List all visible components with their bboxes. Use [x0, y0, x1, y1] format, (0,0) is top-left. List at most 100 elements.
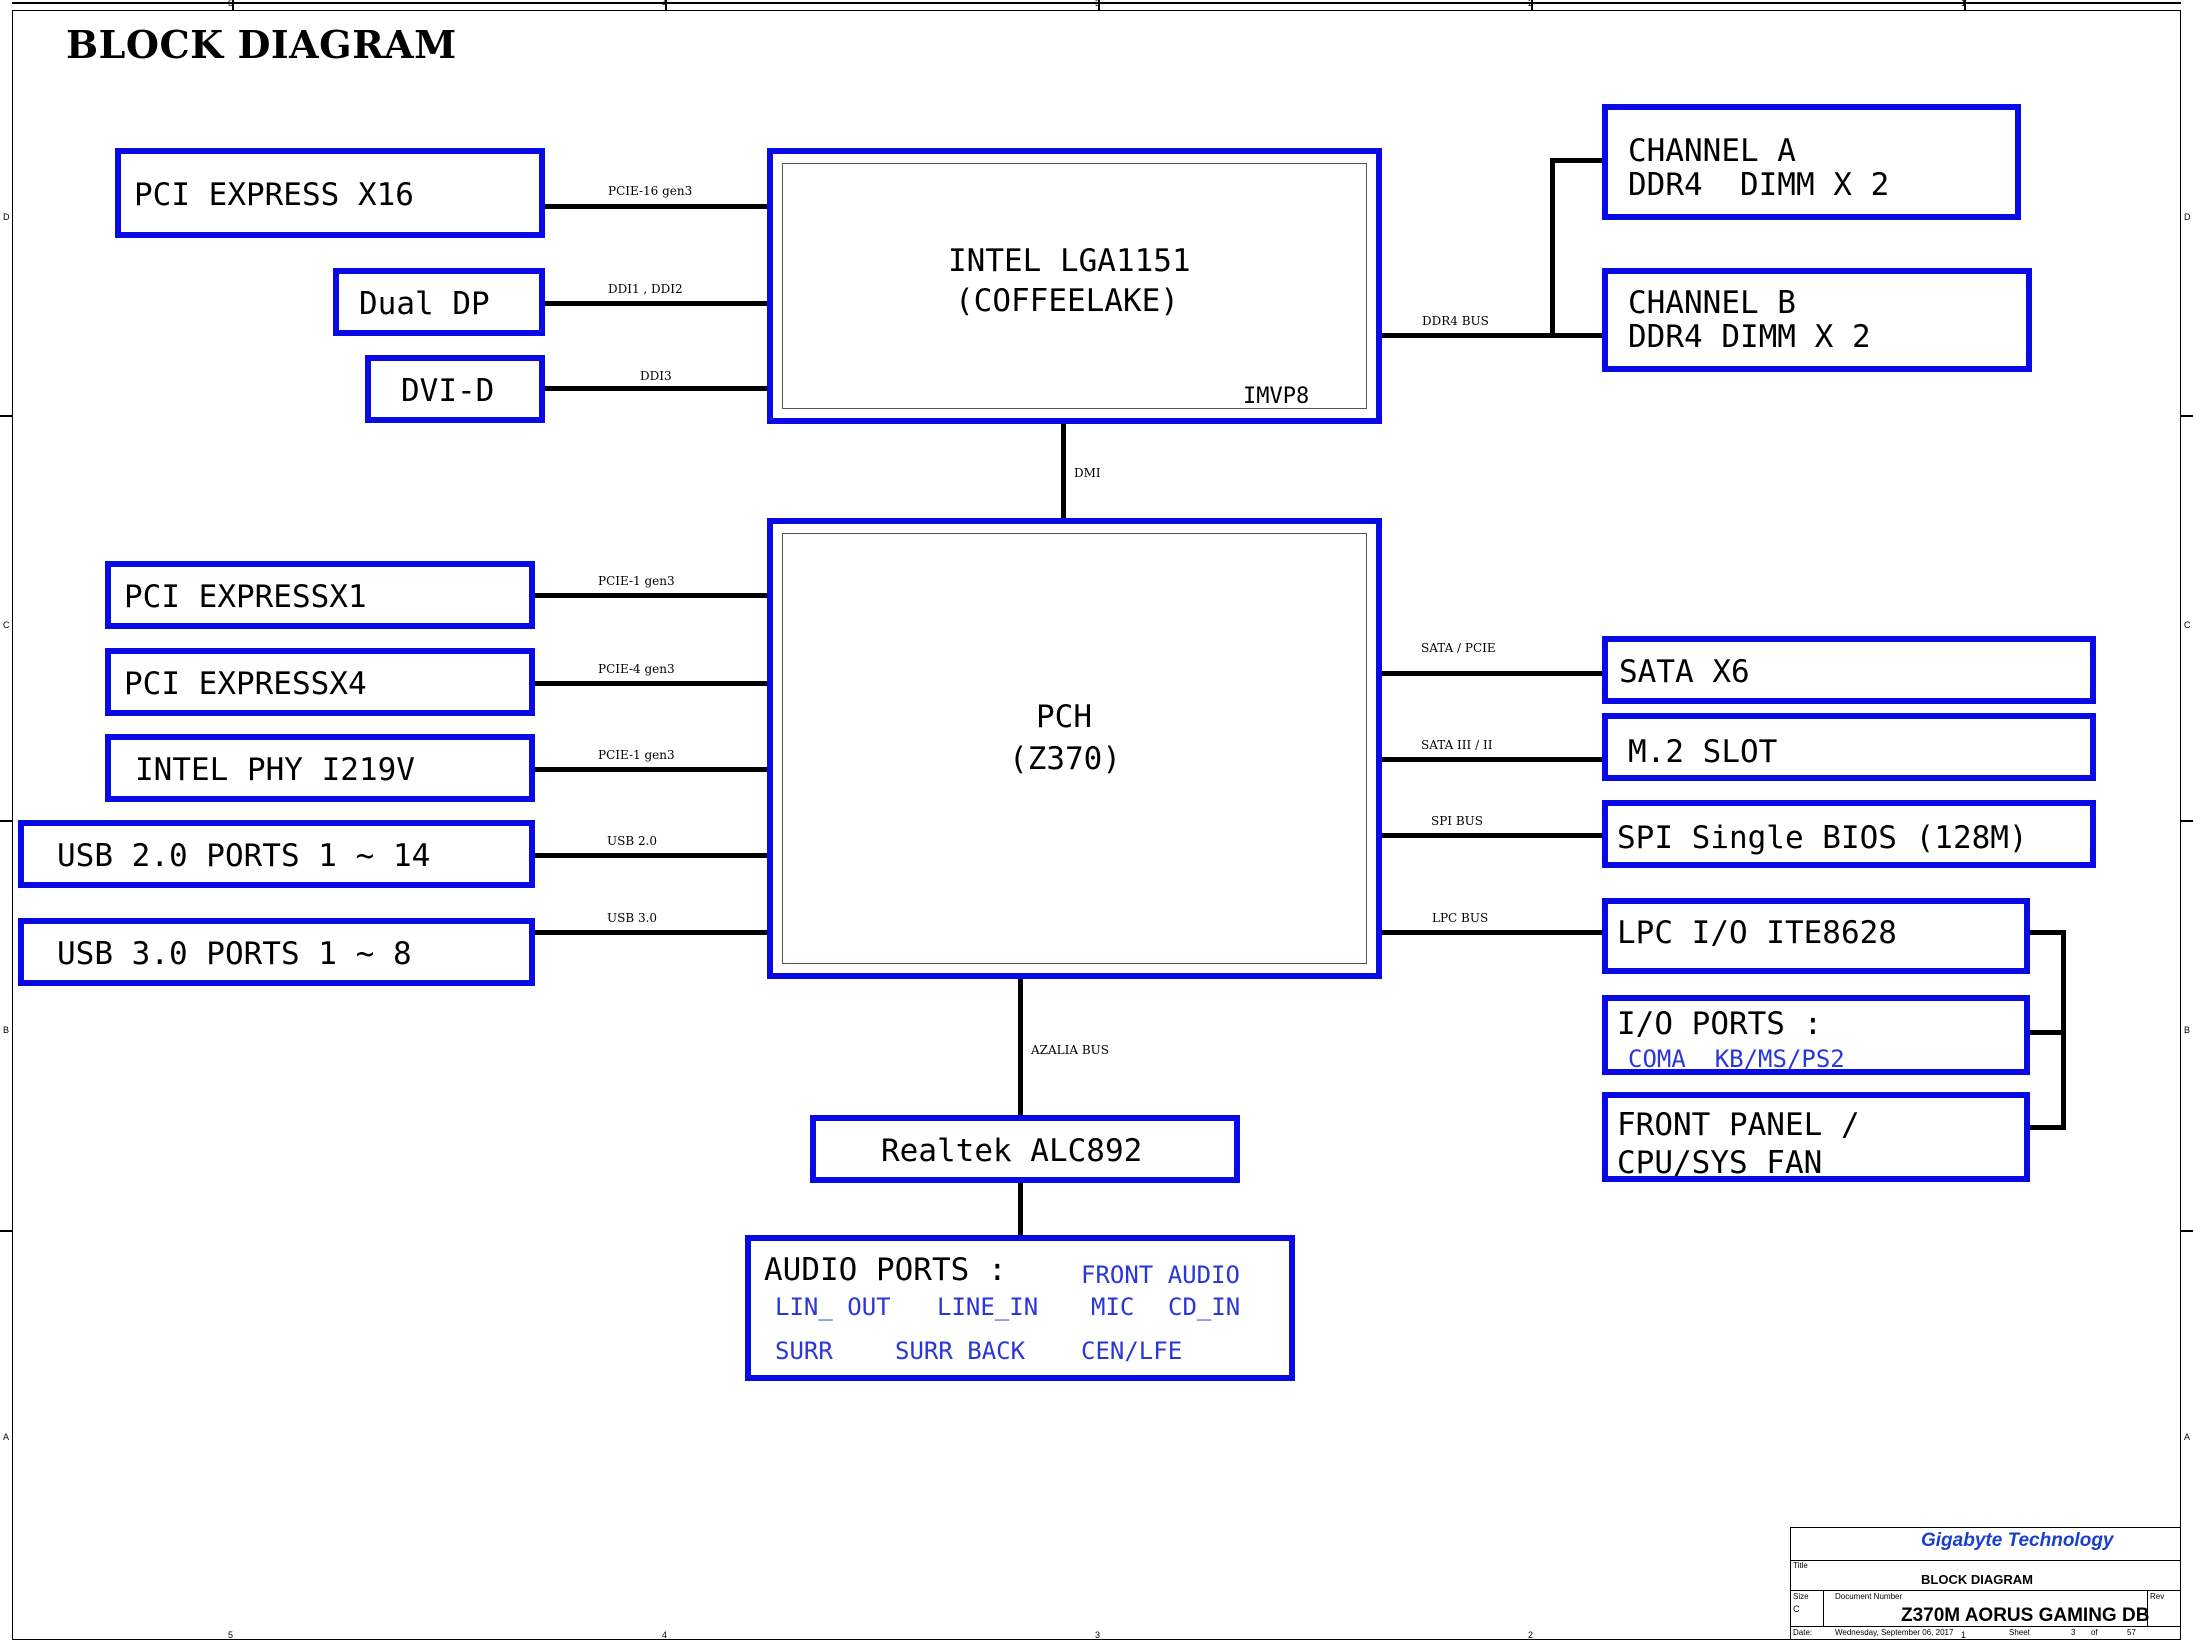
realtek-codec-block: Realtek ALC892 — [810, 1115, 1240, 1183]
audio-port-item: CEN/LFE — [1081, 1337, 1183, 1365]
sheet-caption: Sheet — [2009, 1628, 2030, 1637]
row-label: A — [3, 1432, 10, 1442]
io-ports-block: I/O PORTS : COMA KB/MS/PS2 — [1602, 995, 2030, 1075]
company-name: Gigabyte Technology — [1921, 1530, 2114, 1551]
column-label: 5 — [228, 1630, 234, 1640]
date-caption: Date: — [1793, 1628, 1813, 1637]
column-label: 1 — [1961, 0, 1967, 8]
column-label: 1 — [1961, 1630, 1967, 1640]
row-label: B — [2184, 1025, 2191, 1035]
bus-label: AZALIA BUS — [1031, 1043, 1110, 1057]
bus-label: DDR4 BUS — [1422, 314, 1489, 328]
tb-divider — [1823, 1590, 1824, 1626]
bus-label: SATA III / II — [1421, 738, 1493, 752]
audio-ports-line — [1018, 1178, 1023, 1240]
front-panel-title: FRONT PANEL / — [1617, 1107, 1860, 1143]
dual-dp-block: Dual DP — [333, 268, 545, 336]
dvi-d-line — [540, 386, 772, 391]
usb2-line — [530, 853, 772, 858]
pcie16-line — [540, 204, 772, 209]
bus-label: DDI3 — [640, 369, 672, 383]
cpu-name: INTEL LGA1151 — [948, 243, 1191, 279]
sheet-title: BLOCK DIAGRAM — [1921, 1572, 2033, 1587]
codec-label: Realtek ALC892 — [881, 1133, 1143, 1169]
column-label: 5 — [228, 0, 234, 8]
audio-port-item: LIN_ OUT — [775, 1293, 891, 1321]
bus-label: DMI — [1074, 466, 1101, 480]
row-label: D — [3, 212, 10, 222]
audio-port-item: LINE_IN — [937, 1293, 1039, 1321]
column-label: 3 — [1095, 1630, 1101, 1640]
pci-express-x4-block: PCI EXPRESSX4 — [105, 648, 535, 716]
sheet-total: 57 — [2127, 1628, 2136, 1637]
io-ports-items: COMA KB/MS/PS2 — [1628, 1045, 1845, 1073]
block-label: Dual DP — [359, 286, 490, 322]
front-panel-block: FRONT PANEL / CPU/SYS FAN — [1602, 1092, 2030, 1182]
size-caption: Size — [1793, 1592, 1809, 1601]
azalia-line — [1018, 974, 1023, 1120]
title-block: Gigabyte Technology Title BLOCK DIAGRAM … — [1790, 1527, 2181, 1640]
zone-tick — [665, 0, 667, 10]
docnum-caption: Document Number — [1835, 1592, 1903, 1601]
usb3-ports-block: USB 3.0 PORTS 1 ~ 8 — [18, 918, 535, 986]
column-label: 2 — [1528, 1630, 1534, 1640]
spi-line — [1378, 833, 1606, 838]
m2-line — [1378, 757, 1606, 762]
pcie1-line — [530, 593, 772, 598]
ddr4-bus-line — [1378, 333, 1606, 338]
audio-port-item: CD_IN — [1168, 1293, 1241, 1321]
block-label: SPI Single BIOS (128M) — [1617, 820, 2028, 856]
channel-b-dimm: DDR4 DIMM X 2 — [1628, 319, 1871, 355]
block-label: LPC I/O ITE8628 — [1617, 915, 1897, 951]
lan-phy-line — [530, 767, 772, 772]
of-caption: of — [2091, 1628, 2098, 1637]
tb-divider — [1791, 1560, 2180, 1561]
bus-label: LPC BUS — [1432, 911, 1489, 925]
block-label: DVI-D — [401, 373, 495, 409]
document-number: Z370M AORUS GAMING DB — [1901, 1605, 2150, 1626]
row-label: C — [2184, 620, 2191, 630]
dvi-d-block: DVI-D — [365, 355, 545, 423]
front-panel-fan: CPU/SYS FAN — [1617, 1145, 1823, 1181]
io-ports-title: I/O PORTS : — [1617, 1006, 1823, 1042]
sata-line — [1378, 671, 1606, 676]
zone-tick — [1098, 0, 1100, 10]
date-value: Wednesday, September 06, 2017 — [1835, 1628, 1954, 1637]
block-label: PCI EXPRESS X16 — [134, 177, 414, 213]
cpu-vr-label: IMVP8 — [1243, 384, 1310, 409]
zone-tick — [1531, 0, 1533, 10]
channel-b-title: CHANNEL B — [1628, 285, 1796, 321]
row-label: B — [3, 1025, 10, 1035]
column-label: 3 — [1095, 0, 1101, 8]
lpc-line — [1378, 930, 1606, 935]
channel-a-block: CHANNEL A DDR4 DIMM X 2 — [1602, 104, 2021, 220]
zone-tick — [2181, 1230, 2193, 1232]
zone-tick — [0, 415, 12, 417]
tb-divider — [1791, 1626, 2180, 1627]
diagram-title: BLOCK DIAGRAM — [66, 22, 457, 67]
bus-label: USB 2.0 — [607, 834, 658, 848]
pch-model: (Z370) — [1009, 741, 1121, 777]
m2-slot-block: M.2 SLOT — [1602, 713, 2096, 781]
title-caption: Title — [1793, 1561, 1808, 1570]
pch-name: PCH — [1036, 699, 1092, 735]
zone-tick — [1964, 0, 1966, 10]
pci-express-x16-block: PCI EXPRESS X16 — [115, 148, 545, 238]
column-label: 4 — [662, 1630, 668, 1640]
bus-label: PCIE-1 gen3 — [598, 748, 675, 762]
block-label: PCI EXPRESSX1 — [124, 579, 367, 615]
cpu-codename: (COFFEELAKE) — [955, 283, 1179, 319]
channel-a-dimm: DDR4 DIMM X 2 — [1628, 167, 1890, 203]
channel-a-title: CHANNEL A — [1628, 133, 1796, 169]
audio-ports-title: AUDIO PORTS : — [764, 1252, 1007, 1288]
pci-express-x1-block: PCI EXPRESSX1 — [105, 561, 535, 629]
ddr4-trunk-line — [1550, 158, 1555, 338]
bus-label: SPI BUS — [1431, 814, 1484, 828]
zone-tick — [0, 1230, 12, 1232]
bus-label: PCIE-1 gen3 — [598, 574, 675, 588]
pch-block: PCH (Z370) — [767, 518, 1382, 979]
pcie4-line — [530, 681, 772, 686]
block-label: PCI EXPRESSX4 — [124, 666, 367, 702]
sata-block: SATA X6 — [1602, 636, 2096, 704]
